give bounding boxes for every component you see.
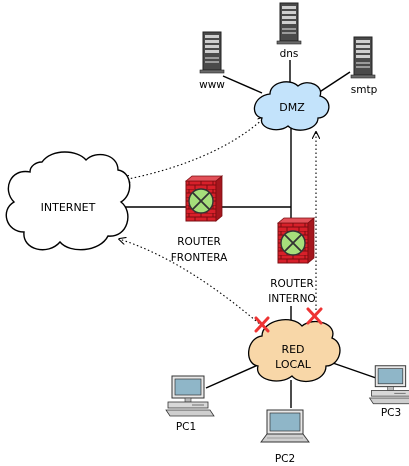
internet-label: INTERNET: [41, 201, 96, 214]
router-interno-label-2: INTERNO: [268, 293, 315, 305]
dmz-label: DMZ: [279, 101, 305, 114]
router-frontera-label-1: ROUTER: [177, 236, 221, 248]
connections: [122, 60, 377, 408]
router-frontera-label-2: FRONTERA: [171, 252, 228, 264]
server-dns-label: dns: [280, 48, 299, 60]
server-www: www: [199, 31, 225, 91]
desktop-pc-icon: [165, 375, 215, 417]
traffic-flows: [119, 117, 316, 327]
server-tower-icon: [350, 36, 376, 79]
flow-local-internet: [119, 239, 263, 327]
red-local-label-1: RED: [281, 343, 304, 356]
red-x-icon: [254, 316, 270, 333]
red-local-cloud: RED LOCAL: [248, 319, 341, 383]
server-tower-icon: [276, 2, 302, 45]
server-dns: dns: [276, 2, 302, 60]
pc3: PC3: [369, 365, 409, 419]
link-local-pc3: [329, 361, 377, 379]
server-smtp-label: smtp: [351, 84, 378, 96]
pc1-label: PC1: [176, 421, 196, 433]
desktop-pc-icon: [369, 365, 409, 405]
pc2-label: PC2: [275, 453, 295, 465]
red-local-label-2: LOCAL: [275, 358, 312, 371]
server-tower-icon: [199, 31, 225, 74]
blocked-mark-right: [306, 307, 323, 325]
router-interno-label-1: ROUTER: [270, 278, 314, 290]
pc2: PC2: [260, 409, 310, 465]
pc1: PC1: [165, 375, 215, 433]
pc3-label: PC3: [381, 407, 401, 419]
router-firewall-icon: [185, 175, 223, 222]
dmz-cloud: DMZ: [253, 81, 330, 131]
blocked-mark-left: [254, 316, 270, 333]
link-www-dmz: [222, 75, 263, 94]
link-smtp-dmz: [317, 71, 351, 94]
router-frontera: ROUTER FRONTERA: [171, 175, 228, 264]
link-local-pc1: [205, 364, 259, 389]
router-firewall-icon: [277, 217, 315, 264]
router-interno: ROUTER INTERNO: [268, 217, 316, 305]
laptop-icon: [260, 409, 310, 443]
server-smtp: smtp: [350, 36, 378, 96]
server-www-label: www: [199, 79, 225, 91]
flow-internet-dmz: [123, 117, 265, 180]
red-x-icon: [306, 307, 323, 325]
internet-cloud: INTERNET: [5, 151, 131, 251]
